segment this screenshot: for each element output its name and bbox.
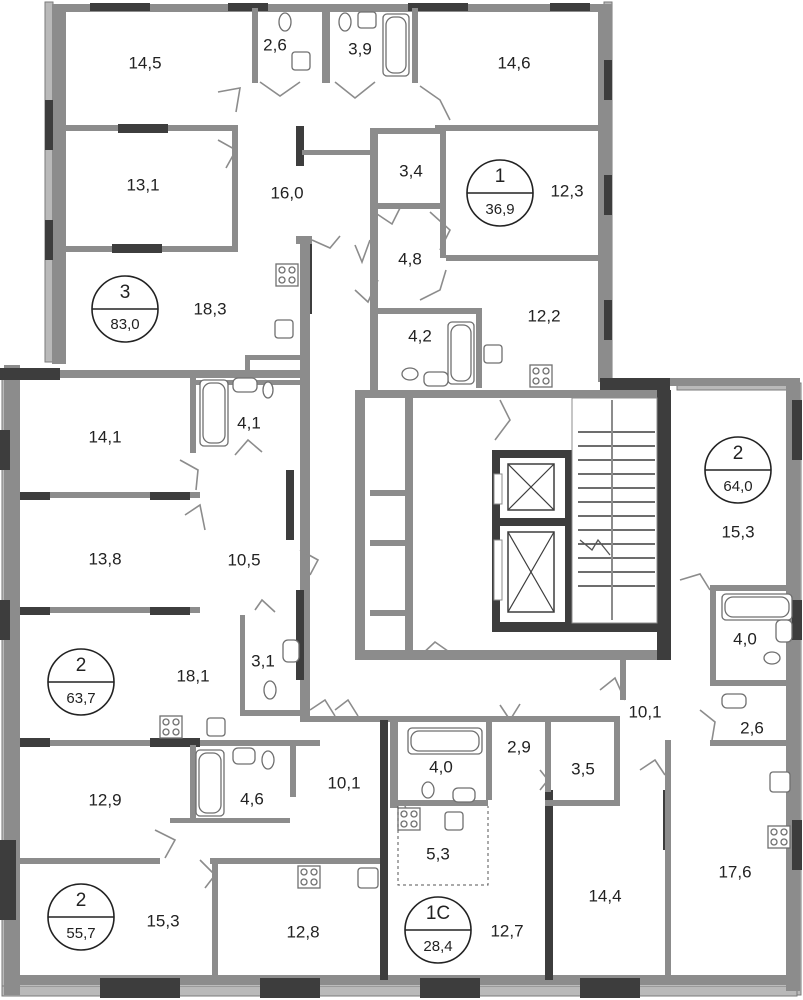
- toilet-icons: [261, 12, 781, 799]
- room-area-label: 15,3: [146, 911, 179, 930]
- apartment-badge: 2 55,7: [47, 883, 115, 951]
- room-area-label: 18,1: [176, 666, 209, 685]
- apartment-total-area: 28,4: [423, 938, 452, 955]
- stairwell: [571, 397, 658, 624]
- room-area-label: 10,1: [327, 773, 360, 792]
- room-area-label: 10,5: [227, 550, 260, 569]
- apartment-rooms-number: 2: [733, 443, 744, 464]
- room-area-label: 14,5: [128, 53, 161, 72]
- sink-icons: [206, 11, 793, 889]
- apartment-rooms-number: 3: [120, 282, 131, 303]
- room-labels: 14,5 2,6 3,9 14,6 13,1 16,0 3,4 12,3 4,8…: [88, 35, 763, 941]
- elevators: [493, 463, 555, 613]
- apartment-badge: 1С 28,4: [404, 896, 472, 964]
- room-area-label: 3,4: [399, 161, 423, 180]
- room-area-label: 18,3: [193, 299, 226, 318]
- room-area-label: 14,6: [497, 53, 530, 72]
- room-area-label: 3,1: [251, 651, 275, 670]
- room-area-label: 2,9: [507, 737, 531, 756]
- stove-icons: [159, 263, 791, 889]
- room-area-label: 14,1: [88, 427, 121, 446]
- apartment-total-area: 36,9: [485, 201, 514, 218]
- apartment-rooms-number: 1С: [426, 903, 450, 924]
- room-area-label: 15,3: [721, 522, 754, 541]
- apartment-total-area: 63,7: [66, 690, 95, 707]
- room-area-label: 4,1: [237, 413, 261, 432]
- apartment-badge: 2 63,7: [47, 648, 115, 716]
- apartment-rooms-number: 1: [495, 166, 506, 187]
- room-area-label: 12,3: [550, 181, 583, 200]
- room-area-label: 3,5: [571, 759, 595, 778]
- room-area-label: 2,6: [263, 35, 287, 54]
- outer-walls: [0, 3, 802, 998]
- room-area-label: 10,1: [628, 702, 661, 721]
- bathtub-icons: [195, 13, 793, 817]
- room-area-label: 4,2: [408, 326, 432, 345]
- room-area-label: 12,2: [527, 306, 560, 325]
- apartment-rooms-number: 2: [76, 890, 87, 911]
- room-area-label: 2,6: [740, 718, 764, 737]
- apartment-total-area: 64,0: [723, 478, 752, 495]
- room-area-label: 4,8: [398, 249, 422, 268]
- room-area-label: 13,8: [88, 549, 121, 568]
- apartment-badge: 2 64,0: [704, 436, 772, 504]
- room-area-label: 4,0: [429, 757, 453, 776]
- room-area-label: 12,7: [490, 921, 523, 940]
- apartment-badge: 3 83,0: [91, 275, 159, 343]
- apartment-total-area: 55,7: [66, 925, 95, 942]
- room-area-label: 14,4: [588, 886, 621, 905]
- room-area-label: 3,9: [348, 39, 372, 58]
- apartment-badge: 1 36,9: [466, 159, 534, 227]
- interior-walls: [20, 8, 792, 980]
- room-area-label: 12,8: [286, 922, 319, 941]
- room-area-label: 17,6: [718, 862, 751, 881]
- room-area-label: 4,0: [733, 629, 757, 648]
- room-area-label: 16,0: [270, 183, 303, 202]
- room-area-label: 13,1: [126, 175, 159, 194]
- room-area-label: 4,6: [240, 789, 264, 808]
- apartment-rooms-number: 2: [76, 655, 87, 676]
- apartment-total-area: 83,0: [110, 316, 139, 333]
- room-area-label: 5,3: [426, 844, 450, 863]
- room-area-label: 12,9: [88, 790, 121, 809]
